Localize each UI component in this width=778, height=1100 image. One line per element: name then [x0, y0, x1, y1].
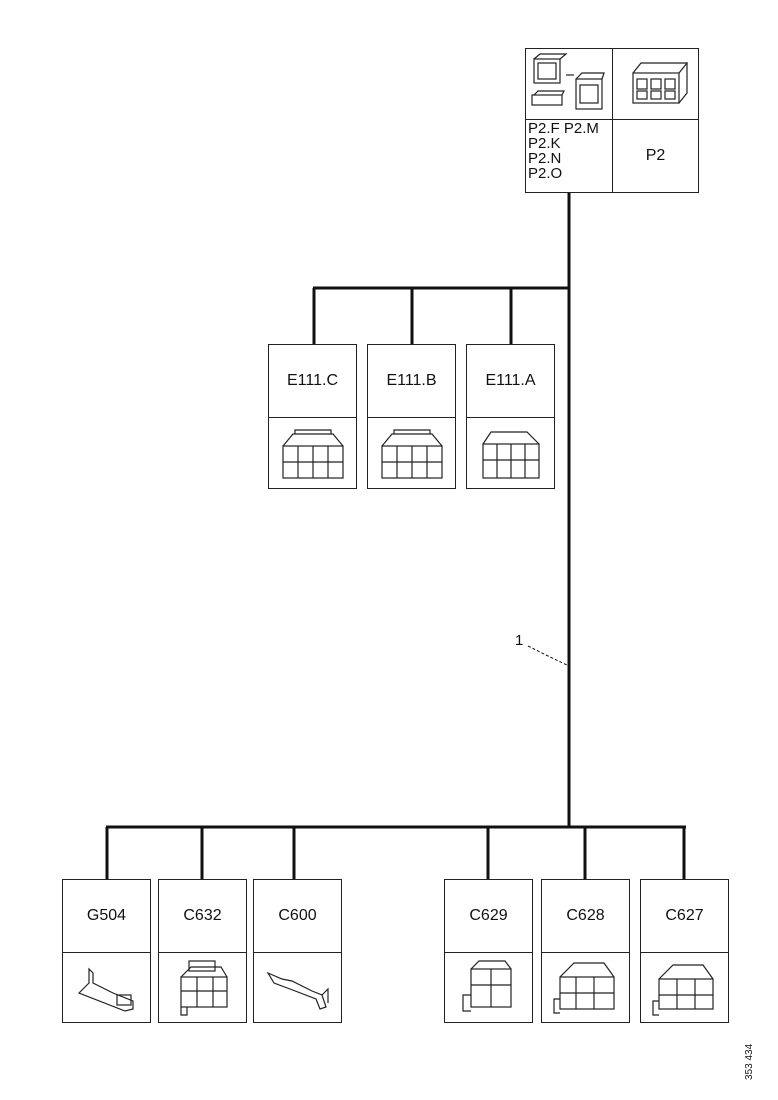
connector-icon: [531, 53, 605, 110]
connector-p2-variants-image: [526, 49, 613, 120]
connector-e111-a: E111.A: [466, 344, 555, 489]
connector-icon: [641, 952, 728, 1022]
connector-c629: C629: [444, 879, 533, 1023]
label-p2-f: P2.F: [528, 120, 560, 137]
connector-c632: C632: [158, 879, 247, 1023]
wire-label: 1: [515, 632, 524, 649]
label-p2: P2: [645, 147, 666, 164]
connector-label: E111.B: [368, 345, 455, 418]
connector-label: C629: [445, 880, 532, 953]
connector-g504: G504: [62, 879, 151, 1023]
connector-c600: C600: [253, 879, 342, 1023]
connector-c628: C628: [541, 879, 630, 1023]
label-p2-o: P2.O: [528, 165, 563, 182]
connector-icon: [467, 417, 554, 488]
terminal-icon: [254, 952, 341, 1022]
connector-icon: [445, 952, 532, 1022]
label-p2-m: P2.M: [563, 120, 599, 137]
connector-p2-main-image: [613, 49, 698, 120]
connector-p2: P2.F P2.M P2.K P2.N P2.O P2: [525, 48, 699, 193]
connector-icon: [159, 952, 246, 1022]
connector-label: G504: [63, 880, 150, 953]
connector-label: E111.A: [467, 345, 554, 418]
label-p2-k: P2.K: [528, 135, 561, 152]
connector-label: C600: [254, 880, 341, 953]
connector-icon: [368, 417, 455, 488]
connector-icon: [632, 62, 689, 104]
connector-e111-b: E111.B: [367, 344, 456, 489]
connector-label: E111.C: [269, 345, 356, 418]
connector-p2-variant-labels: P2.F P2.M P2.K P2.N P2.O: [526, 120, 613, 192]
label-p2-n: P2.N: [528, 150, 562, 167]
connector-label: C628: [542, 880, 629, 953]
connector-icon: [542, 952, 629, 1022]
terminal-icon: [63, 952, 150, 1022]
connector-icon: [269, 417, 356, 488]
drawing-reference: 353 434: [744, 1043, 755, 1080]
connector-c627: C627: [640, 879, 729, 1023]
connector-e111-c: E111.C: [268, 344, 357, 489]
connector-label: C632: [159, 880, 246, 953]
connector-label: C627: [641, 880, 728, 953]
